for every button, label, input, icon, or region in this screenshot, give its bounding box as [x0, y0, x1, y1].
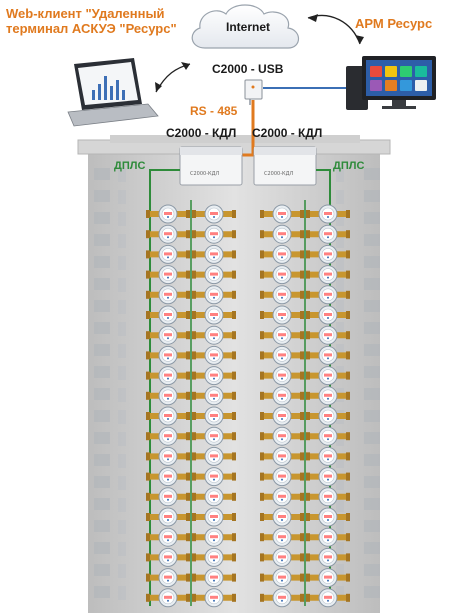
- web-client-label: Web-клиент "Удаленный терминал АСКУЭ "Ре…: [6, 6, 206, 36]
- kdl-right-label: С2000 - КДЛ: [252, 126, 322, 140]
- usb-label: С2000 - USB: [212, 62, 283, 76]
- internet-label: Internet: [226, 20, 270, 34]
- kdl-left-label: С2000 - КДЛ: [166, 126, 236, 140]
- controller-device-icon: С2000-КДЛ: [180, 147, 242, 185]
- usb-converter-icon: [245, 80, 262, 99]
- laptop-icon: [68, 58, 158, 126]
- dpls-right-label: ДПЛС: [333, 160, 364, 172]
- controller-device-icon: С2000-КДЛ: [254, 147, 316, 185]
- device-caption-right: С2000-КДЛ: [264, 171, 293, 177]
- desktop-computer-icon: [346, 56, 436, 110]
- rs485-label: RS - 485: [190, 104, 237, 119]
- dpls-left-label: ДПЛС: [114, 160, 145, 172]
- arm-label: АРМ Ресурс: [355, 16, 432, 31]
- device-caption-left: С2000-КДЛ: [190, 171, 219, 177]
